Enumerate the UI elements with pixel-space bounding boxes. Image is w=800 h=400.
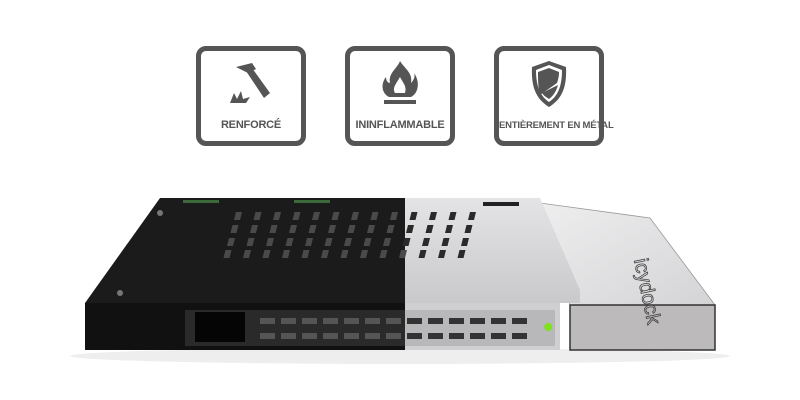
vent-slot bbox=[301, 250, 310, 258]
vent-slot bbox=[422, 238, 430, 246]
vent-slot bbox=[409, 212, 418, 220]
front-slot bbox=[344, 333, 359, 339]
vent-slot bbox=[269, 225, 278, 233]
vent-slot bbox=[351, 212, 359, 220]
vent-slot bbox=[383, 238, 391, 246]
front-slot bbox=[365, 333, 380, 339]
front-slot bbox=[323, 333, 338, 339]
front-slot bbox=[407, 333, 422, 339]
vent-slot bbox=[262, 250, 271, 258]
front-slot bbox=[302, 333, 317, 339]
vent-slot bbox=[246, 238, 255, 246]
front-slot bbox=[449, 318, 464, 324]
status-led bbox=[544, 323, 552, 331]
vent-slot bbox=[328, 225, 336, 233]
front-slot bbox=[386, 318, 401, 324]
vent-slot bbox=[468, 212, 476, 220]
vent-slot bbox=[324, 238, 333, 246]
front-slot bbox=[323, 318, 338, 324]
vent-slot bbox=[292, 212, 301, 220]
vent-grid bbox=[223, 212, 476, 258]
vent-slot bbox=[379, 250, 388, 258]
vent-slot bbox=[386, 225, 395, 233]
front-slot bbox=[470, 318, 485, 324]
vent-slot bbox=[360, 250, 368, 258]
front-slot bbox=[386, 333, 401, 339]
vent-slot bbox=[273, 212, 281, 220]
vent-slot bbox=[344, 238, 352, 246]
vent-slot bbox=[340, 250, 349, 258]
vent-slot bbox=[429, 212, 437, 220]
vent-slot bbox=[321, 250, 329, 258]
vent-slot bbox=[250, 225, 258, 233]
front-slot bbox=[428, 333, 443, 339]
vent-slot bbox=[370, 212, 379, 220]
feature-label: ENTIÈREMENT EN MÉTAL bbox=[499, 120, 614, 131]
tray-extension: icydock bbox=[539, 202, 716, 351]
front-slot bbox=[365, 318, 380, 324]
feature-badge-nonflammable: ININFLAMMABLE bbox=[345, 46, 455, 146]
vent-slot bbox=[230, 225, 239, 233]
top-silver bbox=[405, 198, 580, 303]
vent-slot bbox=[253, 212, 262, 220]
front-slot bbox=[449, 333, 464, 339]
front-slot bbox=[428, 318, 443, 324]
vent-slot bbox=[441, 238, 450, 246]
feature-label: ININFLAMMABLE bbox=[355, 119, 445, 131]
vent-slot bbox=[312, 212, 320, 220]
front-slot bbox=[512, 318, 527, 324]
vent-slot bbox=[457, 250, 466, 258]
vent-slot bbox=[402, 238, 411, 246]
vent-slot bbox=[363, 238, 372, 246]
vent-slot bbox=[285, 238, 294, 246]
feature-badge-all-metal: ENTIÈREMENT EN MÉTAL bbox=[494, 46, 614, 146]
front-slot bbox=[281, 333, 296, 339]
vent-slot bbox=[367, 225, 375, 233]
front-slot bbox=[344, 318, 359, 324]
flame-icon bbox=[382, 61, 418, 104]
vent-slot bbox=[406, 225, 414, 233]
vent-slot bbox=[399, 250, 407, 258]
vent-slot bbox=[448, 212, 457, 220]
vent-slot bbox=[266, 238, 274, 246]
vent-slot bbox=[282, 250, 290, 258]
vent-slot bbox=[289, 225, 297, 233]
front-slot bbox=[470, 333, 485, 339]
vent-slot bbox=[425, 225, 434, 233]
vent-slot bbox=[227, 238, 235, 246]
front-slot bbox=[491, 318, 506, 324]
hammer-icon bbox=[230, 63, 270, 103]
vent-slot bbox=[243, 250, 251, 258]
front-slot bbox=[407, 318, 422, 324]
vent-slot bbox=[461, 238, 469, 246]
vent-slot bbox=[347, 225, 356, 233]
feature-label: RENFORCÉ bbox=[220, 119, 282, 131]
front-slot bbox=[512, 333, 527, 339]
front-slot bbox=[260, 318, 275, 324]
front-slot bbox=[302, 318, 317, 324]
vent-slot bbox=[445, 225, 453, 233]
vent-slot bbox=[418, 250, 427, 258]
front-slot bbox=[260, 333, 275, 339]
feature-badge-reinforced: RENFORCÉ bbox=[196, 46, 306, 146]
front-slot bbox=[491, 333, 506, 339]
vent-slot bbox=[331, 212, 340, 220]
front-slot bbox=[281, 318, 296, 324]
vent-slot bbox=[234, 212, 242, 220]
vent-slot bbox=[223, 250, 232, 258]
vent-slot bbox=[308, 225, 317, 233]
vent-slot bbox=[390, 212, 398, 220]
vent-slot bbox=[464, 225, 473, 233]
vent-slot bbox=[305, 238, 313, 246]
vent-slot bbox=[438, 250, 446, 258]
shield-icon bbox=[531, 61, 567, 107]
